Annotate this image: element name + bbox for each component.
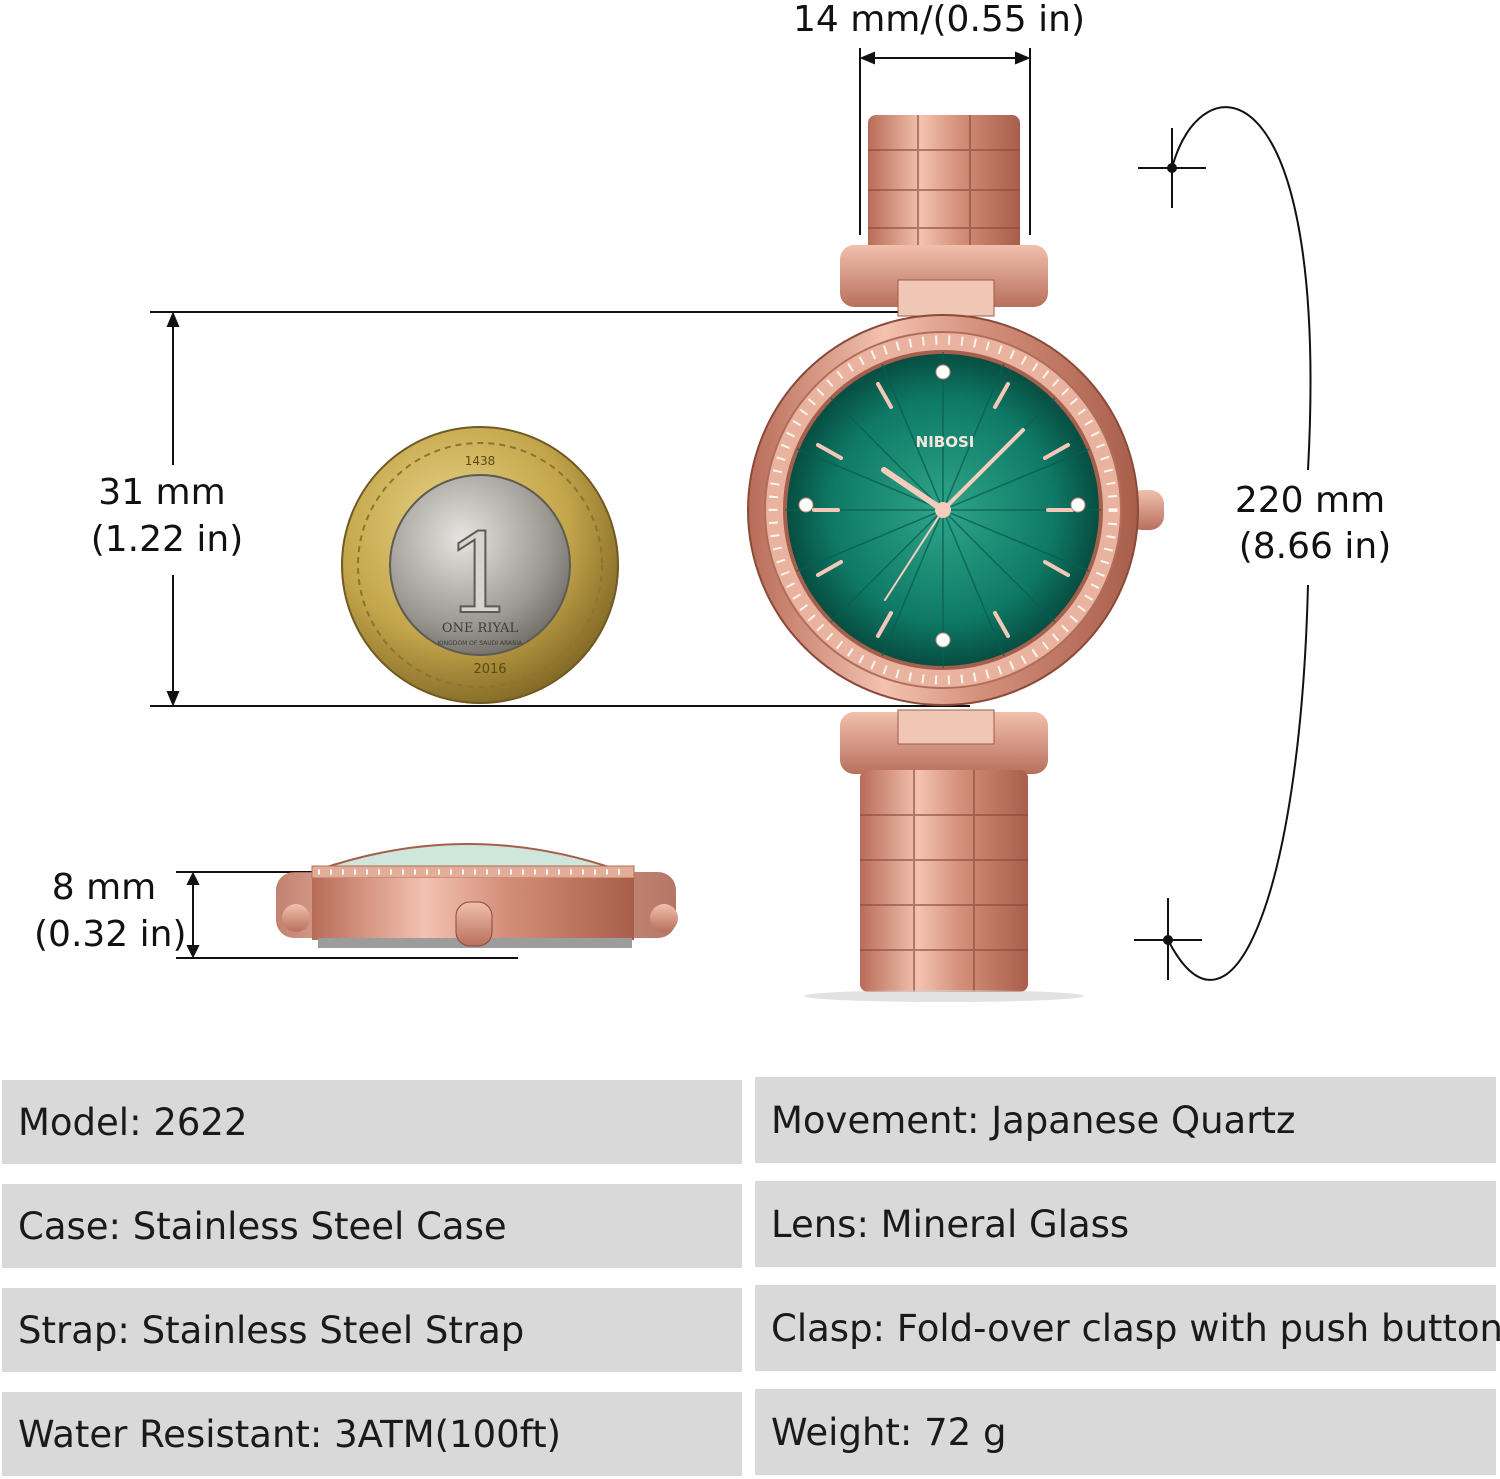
length-mm-label: 220 mm bbox=[1234, 480, 1386, 521]
spec-lens: Lens: Mineral Glass bbox=[755, 1181, 1496, 1267]
spec-model: Model: 2622 bbox=[2, 1080, 742, 1164]
case-diameter-in-label: (1.22 in) bbox=[90, 519, 244, 560]
spec-clasp: Clasp: Fold-over clasp with push button bbox=[755, 1285, 1500, 1371]
thickness-dimension bbox=[176, 871, 518, 959]
length-in-label: (8.66 in) bbox=[1238, 526, 1392, 567]
coin-year-top: 1438 bbox=[465, 454, 496, 468]
watch-bracelet-top bbox=[840, 115, 1048, 317]
strap-width-label: 14 mm/(0.55 in) bbox=[792, 0, 1086, 40]
spec-water-resistant: Water Resistant: 3ATM(100ft) bbox=[2, 1392, 742, 1476]
case-diameter-dimension bbox=[150, 311, 970, 707]
coin-issuer: KINGDOM OF SAUDI ARABIA bbox=[438, 640, 523, 647]
strap-width-dimension bbox=[859, 48, 1031, 235]
thickness-mm-label: 8 mm bbox=[51, 867, 157, 908]
case-diameter-mm-label: 31 mm bbox=[98, 472, 226, 513]
coin-year-bottom: 2016 bbox=[473, 662, 506, 677]
watch-bracelet-bottom bbox=[804, 709, 1084, 1002]
brand-logo: NIBOSI bbox=[916, 433, 975, 451]
spec-strap: Strap: Stainless Steel Strap bbox=[2, 1288, 742, 1372]
watch-side-view bbox=[276, 843, 678, 948]
coin-denomination: ONE RIYAL bbox=[442, 621, 519, 636]
coin-numeral: 1 bbox=[445, 510, 515, 638]
watch-case: NIBOSI bbox=[747, 314, 1164, 706]
thickness-in-label: (0.32 in) bbox=[34, 914, 187, 955]
spec-weight: Weight: 72 g bbox=[755, 1389, 1496, 1475]
spec-movement: Movement: Japanese Quartz bbox=[755, 1077, 1496, 1163]
length-dimension bbox=[1134, 106, 1312, 981]
spec-case: Case: Stainless Steel Case bbox=[2, 1184, 742, 1268]
product-figure: 1438 1 ONE RIYAL KINGDOM OF SAUDI ARABIA… bbox=[150, 48, 1312, 1002]
coin-image: 1438 1 ONE RIYAL KINGDOM OF SAUDI ARABIA… bbox=[341, 426, 619, 704]
